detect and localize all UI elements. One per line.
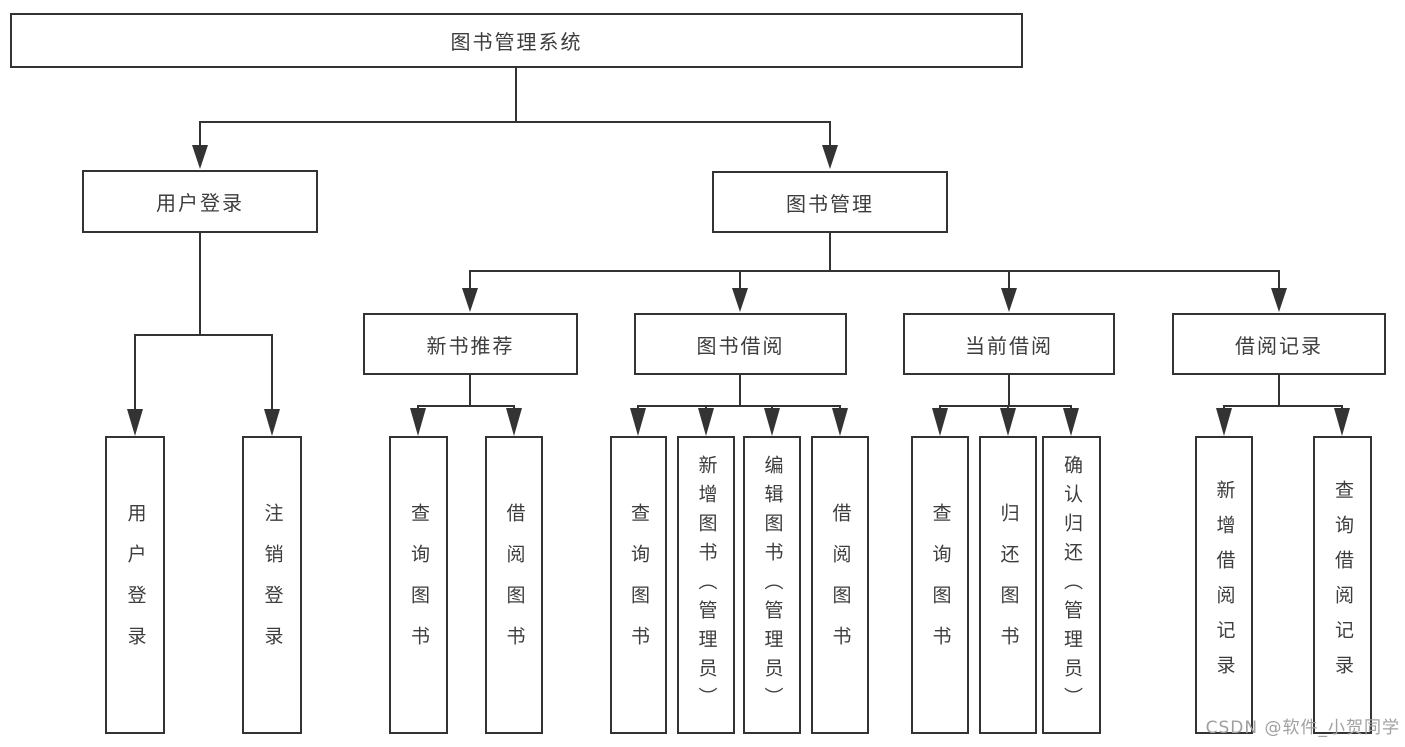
node-label: 新增图书（管理员）: [695, 454, 718, 716]
node-label: 图书管理: [786, 191, 874, 216]
leaf-borrow-borrow-book: 借阅图书: [811, 436, 869, 734]
node-label: 借阅图书: [829, 503, 852, 667]
connector-book-borrow-children: [630, 375, 848, 436]
node-label: 新书推荐: [426, 333, 515, 358]
node-book-management: 图书管理: [712, 171, 948, 233]
node-label: 查询图书: [628, 503, 650, 667]
node-label: 新增借阅记录: [1213, 480, 1236, 690]
connector-book-management-children: [462, 233, 1287, 312]
csdn-watermark: CSDN @软件_小贺同学: [1205, 718, 1400, 738]
node-label: 归还图书: [997, 503, 1020, 667]
node-new-book-recommend: 新书推荐: [363, 313, 578, 375]
node-label: 图书借阅: [696, 333, 785, 358]
node-label: 查询图书: [408, 503, 430, 667]
connector-new-book-recommend-children: [410, 375, 522, 436]
leaf-current-confirm-return-admin: 确认归还（管理员）: [1042, 436, 1101, 734]
node-label: 查询借阅记录: [1332, 480, 1354, 690]
node-library-management-system: 图书管理系统: [10, 13, 1023, 68]
connector-user-login-children: [127, 233, 280, 436]
node-book-borrow: 图书借阅: [634, 313, 847, 375]
node-borrow-records: 借阅记录: [1172, 313, 1386, 375]
leaf-borrow-query-book: 查询图书: [610, 436, 667, 734]
node-label: 用户登录: [124, 503, 147, 667]
leaf-records-add-borrow-record: 新增借阅记录: [1195, 436, 1253, 734]
node-label: 用户登录: [156, 191, 244, 215]
node-label: 编辑图书（管理员）: [761, 454, 784, 716]
node-label: 借阅记录: [1235, 333, 1323, 358]
leaf-borrow-add-book-admin: 新增图书（管理员）: [677, 436, 735, 734]
leaf-records-query-borrow-record: 查询借阅记录: [1313, 436, 1372, 734]
node-label: 注销登录: [261, 503, 284, 667]
node-label: 确认归还（管理员）: [1061, 454, 1083, 716]
leaf-user-login: 用户登录: [105, 436, 165, 734]
leaf-recommend-query-book: 查询图书: [389, 436, 448, 734]
connector-current-borrow-children: [932, 375, 1079, 436]
leaf-current-query-book: 查询图书: [911, 436, 969, 734]
node-label: 当前借阅: [965, 333, 1053, 358]
leaf-current-return-book: 归还图书: [979, 436, 1037, 734]
leaf-recommend-borrow-book: 借阅图书: [485, 436, 543, 734]
node-label: 查询图书: [929, 503, 952, 667]
connector-borrow-records-children: [1216, 375, 1350, 436]
node-label: 借阅图书: [503, 503, 526, 667]
connector-root-to-level2: [192, 68, 838, 169]
leaf-borrow-edit-book-admin: 编辑图书（管理员）: [743, 436, 801, 734]
node-label: 图书管理系统: [450, 30, 583, 54]
node-user-login: 用户登录: [82, 170, 318, 233]
leaf-logout-login: 注销登录: [242, 436, 302, 734]
node-current-borrow: 当前借阅: [903, 313, 1115, 375]
